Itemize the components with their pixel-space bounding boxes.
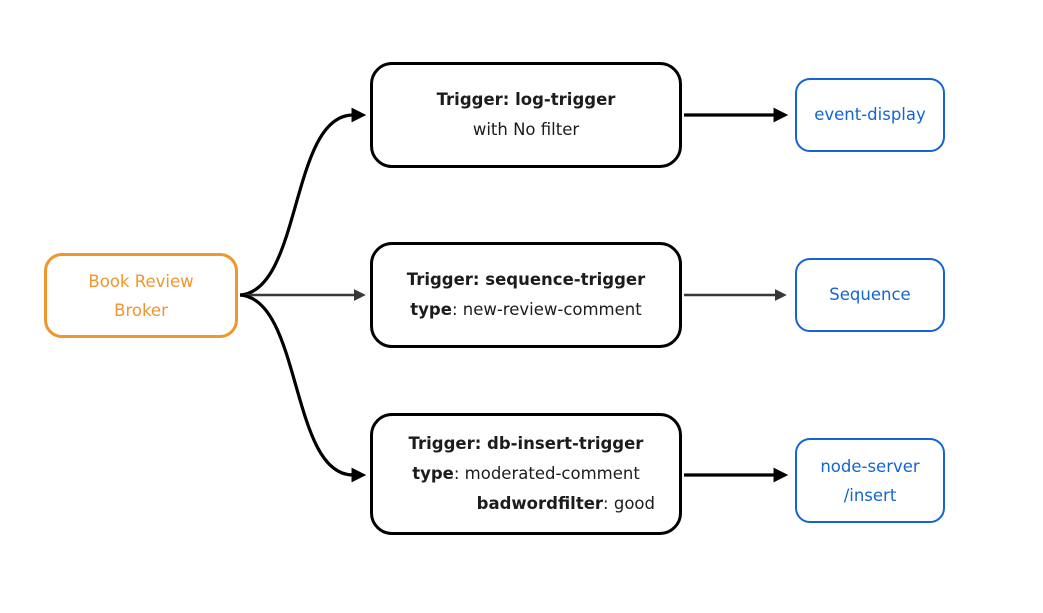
node-sink-sequence: Sequence xyxy=(795,258,945,332)
node-sink-node-server: node-server /insert xyxy=(795,438,945,523)
edge-broker-to-log-trigger xyxy=(239,107,367,297)
sink-sequence-label: Sequence xyxy=(829,285,911,304)
sink-node-server-line2: /insert xyxy=(843,485,897,505)
trigger-db-title: Trigger: db-insert-trigger xyxy=(408,434,644,453)
trigger-sequence-type-line: type: new-review-comment xyxy=(387,295,665,325)
sink-event-display-label: event-display xyxy=(814,105,926,124)
trigger-db-filter-value: : good xyxy=(603,494,655,513)
node-trigger-db-insert: Trigger: db-insert-trigger type: moderat… xyxy=(370,413,682,535)
trigger-db-type-line: type: moderated-comment xyxy=(387,459,665,489)
sink-node-server-line1: node-server xyxy=(820,456,920,476)
edge-broker-to-db-insert-trigger xyxy=(239,293,367,483)
trigger-sequence-type-key: type xyxy=(410,300,452,319)
node-trigger-sequence: Trigger: sequence-trigger type: new-revi… xyxy=(370,242,682,348)
trigger-db-filter-line: badwordfilter: good xyxy=(387,489,665,519)
trigger-log-title: Trigger: log-trigger xyxy=(436,90,616,109)
trigger-log-subtitle: with No filter xyxy=(472,120,580,139)
trigger-sequence-type-value: : new-review-comment xyxy=(451,300,642,319)
trigger-db-type-value: : moderated-comment xyxy=(453,464,640,483)
node-broker: Book Review Broker xyxy=(44,253,238,338)
trigger-db-type-key: type xyxy=(412,464,454,483)
broker-label-line2: Broker xyxy=(114,300,168,320)
node-sink-event-display: event-display xyxy=(795,78,945,152)
node-trigger-log: Trigger: log-trigger with No filter xyxy=(370,62,682,168)
trigger-sequence-title: Trigger: sequence-trigger xyxy=(406,270,646,289)
broker-label-line1: Book Review xyxy=(88,271,194,291)
trigger-db-filter-key: badwordfilter xyxy=(476,494,604,513)
